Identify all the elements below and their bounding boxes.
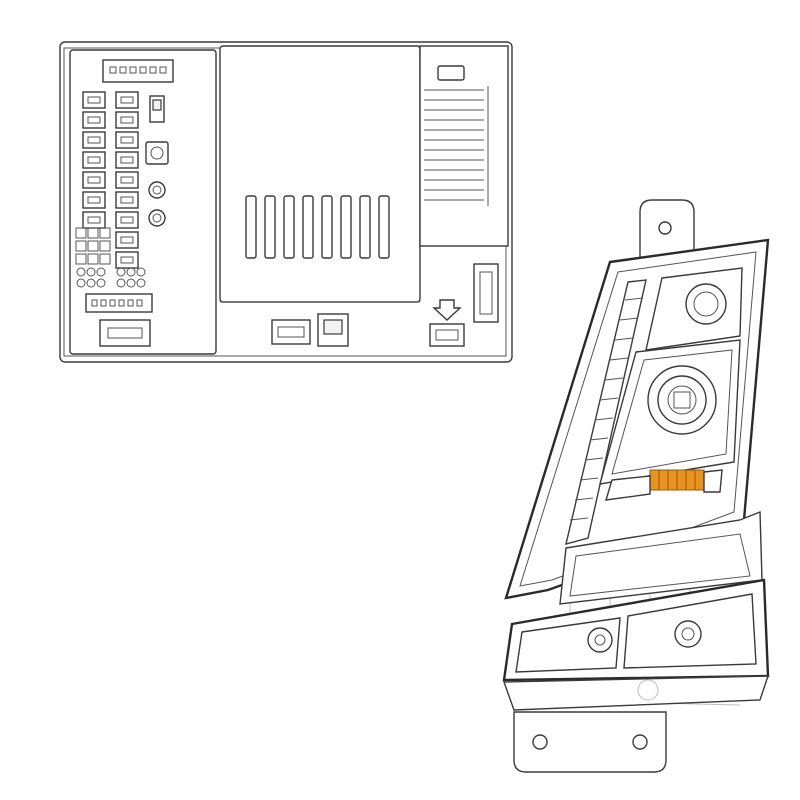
mount-hole-icon (658, 221, 672, 235)
fuse-column-left (82, 91, 106, 229)
turn-signal (605, 469, 723, 501)
relay-grid (75, 227, 146, 288)
side-connector (473, 263, 499, 323)
top-connector-pins (109, 66, 167, 74)
top-connector (102, 59, 174, 83)
screw-icon (148, 209, 166, 227)
vent-slots (245, 195, 390, 259)
lower-bracket (559, 510, 763, 605)
fuse-panel (69, 49, 217, 355)
bottom-rail (503, 675, 769, 711)
fuse-column-right (115, 91, 139, 269)
processor-cover (219, 45, 421, 347)
bottom-mount-plate (513, 711, 667, 773)
mount-hole-icon (532, 734, 548, 750)
reset-button (145, 141, 169, 165)
heatsink-fins (424, 86, 489, 206)
fuse-panel-frame (69, 49, 217, 355)
high-beam-lens (685, 283, 727, 325)
led-strip (565, 279, 647, 545)
screw-icon (148, 181, 166, 199)
cover-frame (219, 45, 421, 303)
input-connector (429, 323, 465, 347)
heatsink-section (419, 45, 509, 347)
headlamp-assembly (502, 199, 770, 773)
control-module (59, 41, 513, 363)
mount-hole-icon (632, 734, 648, 750)
heatsink-clip (437, 65, 465, 81)
arrow-down-icon (432, 299, 462, 321)
